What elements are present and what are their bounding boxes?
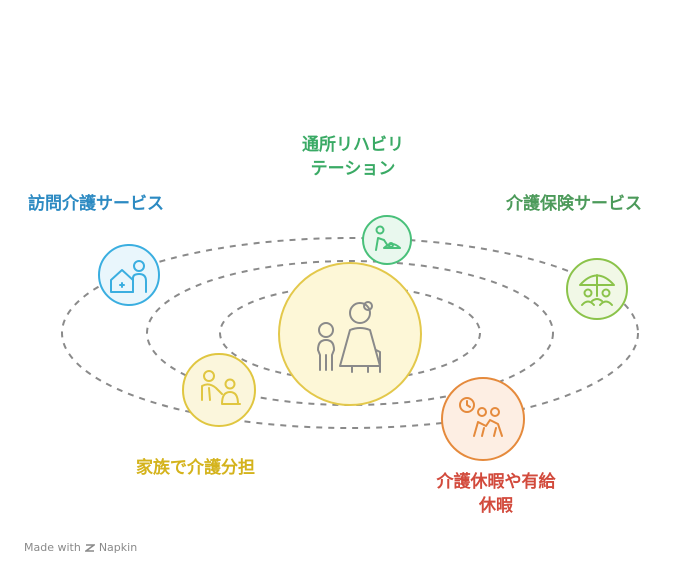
node-care-insurance [566,258,628,320]
insurance-umbrella-icon [579,274,615,306]
footer-text: Made with [24,541,81,554]
label-care-insurance-line-1: 介護保険サービス [506,194,642,214]
napkin-logo-icon [84,543,95,552]
elderly-person-with-child-icon [317,301,381,373]
footer-brand: Napkin [98,541,138,554]
node-care-leave [441,377,525,461]
rehabilitation-icon [375,225,401,251]
label-care-insurance: 介護保険サービス [506,192,670,216]
home-care-icon [110,260,147,293]
family-caregiving-icon [201,370,241,405]
label-day-rehab-line-2: テーション [310,159,396,179]
node-day-rehab [362,215,412,265]
label-care-leave-line-1: 介護休暇や有給 [436,472,556,492]
label-family-care: 家族で介護分担 [136,456,280,480]
label-care-leave-line-2: 休暇 [479,496,513,516]
label-visiting-care-line-1: 訪問介護サービス [28,194,164,214]
node-visiting-care [98,244,160,306]
orbit-ring-outer [61,237,639,429]
label-day-rehab: 通所リハビリ テーション [283,133,423,181]
node-family-care [182,353,256,427]
label-visiting-care: 訪問介護サービス [28,192,188,216]
label-care-leave: 介護休暇や有給 休暇 [418,470,574,518]
footer-credit: Made with Napkin [24,541,137,554]
label-day-rehab-line-1: 通所リハビリ [302,135,404,155]
center-hub [278,262,422,406]
leave-time-icon [459,397,503,437]
label-family-care-line-1: 家族で介護分担 [136,458,255,478]
